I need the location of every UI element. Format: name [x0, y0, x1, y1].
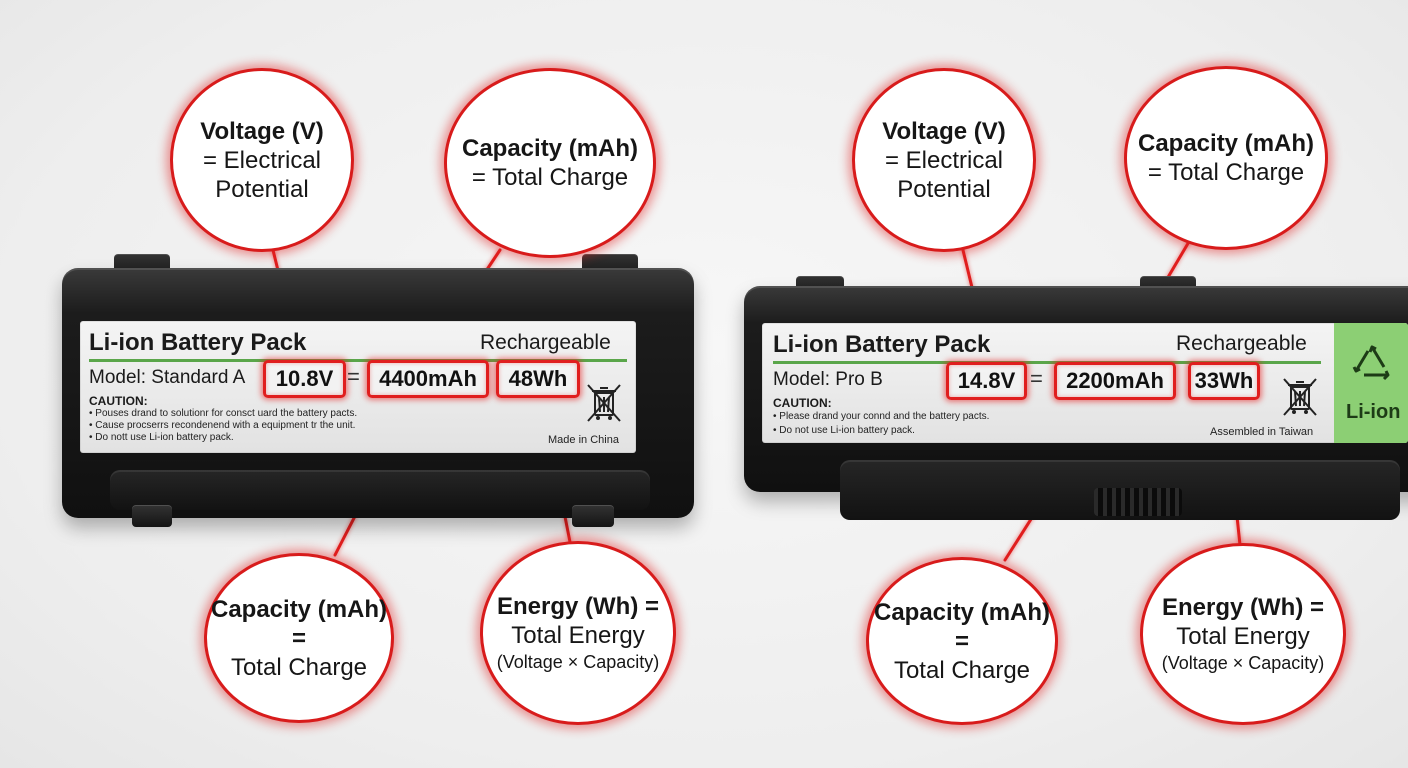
callout-heading: Capacity (mAh) — [873, 598, 1051, 626]
callout-heading: Capacity (mAh) — [461, 135, 639, 162]
callout-capacity-bottom-b: Capacity (mAh) = Total Charge — [866, 557, 1058, 725]
callout-voltage-b: Voltage (V) = Electrical Potential — [852, 68, 1036, 252]
label-divider — [773, 361, 1321, 364]
callout-text: Total Energy — [1176, 623, 1310, 650]
callout-heading: Capacity (mAh) — [1137, 130, 1315, 157]
label-model: Model: Standard A — [89, 367, 246, 388]
callout-text: Potential — [897, 175, 991, 203]
label-divider — [89, 359, 627, 362]
label-note: • Do not use Li-ion battery pack. — [773, 425, 915, 436]
callout-formula: (Voltage × Capacity) — [1161, 653, 1325, 673]
equals-sign: = — [1030, 366, 1043, 391]
callout-heading: Voltage (V) — [882, 117, 1006, 145]
callout-energy-b: Energy (Wh) = Total Energy (Voltage × Ca… — [1140, 543, 1346, 725]
label-origin: Made in China — [548, 434, 619, 446]
callout-text: = Electrical — [202, 146, 322, 174]
callout-energy-a: Energy (Wh) = Total Energy (Voltage × Ca… — [480, 541, 676, 725]
callout-text: = Electrical — [884, 146, 1004, 174]
crossed-bin-icon — [1280, 377, 1320, 426]
capacity-value: 2200mAh — [1054, 362, 1176, 400]
label-note: • Please drand your connd and the batter… — [773, 411, 990, 422]
battery-label: Li-ion Battery Pack Rechargeable Model: … — [762, 323, 1408, 443]
recycle-panel: Li-ion — [1334, 323, 1408, 443]
equals-sign: = — [347, 364, 360, 389]
label-caution: CAUTION: — [89, 394, 148, 408]
capacity-value: 4400mAh — [367, 360, 489, 398]
battery-connector — [1094, 488, 1182, 516]
mount-tab — [572, 505, 614, 527]
battery-label: Li-ion Battery Pack Rechargeable Model: … — [80, 321, 636, 453]
callout-text: Total Charge — [230, 653, 368, 681]
callout-capacity-top-b: Capacity (mAh) = Total Charge — [1124, 66, 1328, 250]
recycle-label: Li-ion — [1346, 401, 1401, 423]
label-origin: Assembled in Taiwan — [1210, 426, 1314, 438]
label-note: • Pouses drand to solutionr for consct u… — [89, 408, 358, 419]
callout-heading: Capacity (mAh) — [210, 595, 388, 623]
label-rechargeable: Rechargeable — [1176, 332, 1307, 355]
callout-voltage-a: Voltage (V) = Electrical Potential — [170, 68, 354, 252]
crossed-bin-icon — [584, 383, 624, 432]
label-rechargeable: Rechargeable — [480, 331, 611, 354]
callout-text: = Total Charge — [471, 164, 629, 191]
label-title: Li-ion Battery Pack — [773, 331, 991, 358]
label-caution: CAUTION: — [773, 396, 832, 410]
callout-formula: (Voltage × Capacity) — [496, 652, 660, 672]
callout-heading: Voltage (V) — [200, 117, 324, 145]
label-model: Model: Pro B — [773, 369, 883, 390]
callout-text: = Total Charge — [1147, 159, 1305, 186]
callout-capacity-top-a: Capacity (mAh) = Total Charge — [444, 68, 656, 258]
battery-rail — [110, 470, 650, 510]
callout-heading: Energy (Wh) = — [1161, 594, 1324, 621]
voltage-value: 10.8V — [263, 360, 346, 398]
label-note: • Cause procserrs recondenend with a equ… — [89, 420, 356, 431]
label-note: • Do nott use Li-ion battery pack. — [89, 432, 234, 443]
callout-text: Total Charge — [893, 656, 1031, 684]
callout-text: = — [954, 627, 969, 655]
voltage-value: 14.8V — [946, 362, 1027, 400]
label-title: Li-ion Battery Pack — [89, 329, 307, 356]
energy-value: 33Wh — [1188, 362, 1260, 400]
callout-text: Potential — [215, 175, 309, 203]
recycle-icon — [1342, 341, 1402, 402]
callout-capacity-bottom-a: Capacity (mAh) = Total Charge — [204, 553, 394, 723]
callout-heading: Energy (Wh) = — [496, 593, 659, 620]
callout-text: Total Energy — [511, 622, 645, 649]
callout-text: = — [291, 624, 306, 652]
energy-value: 48Wh — [496, 360, 580, 398]
mount-tab — [132, 505, 172, 527]
